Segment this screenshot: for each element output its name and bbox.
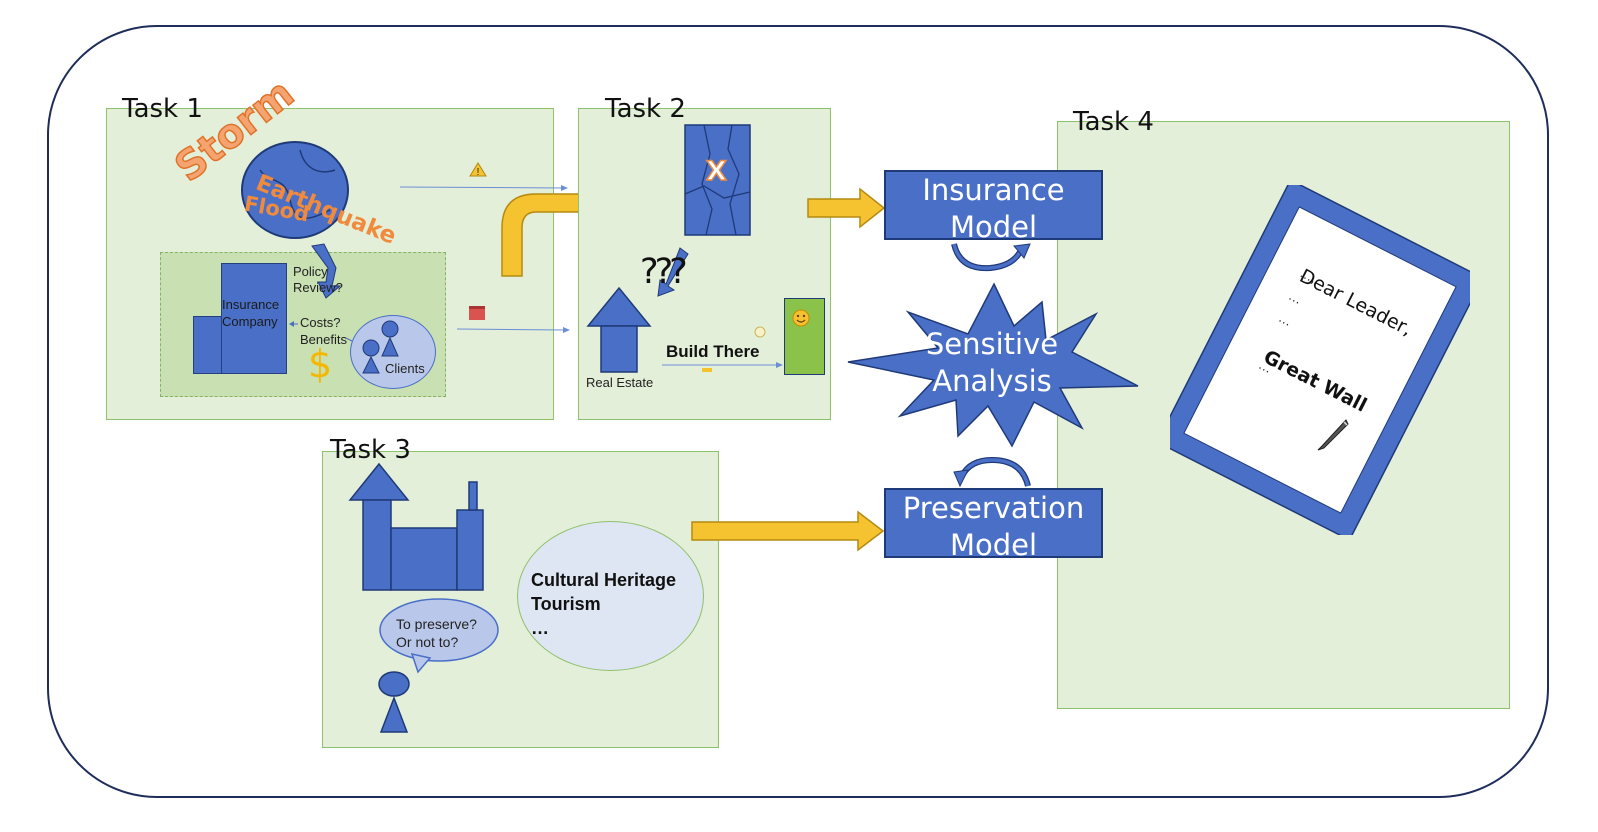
policy-review-label: Policy Review? <box>293 264 343 295</box>
build-arrow <box>662 326 783 372</box>
globe-icon <box>241 141 349 239</box>
down-arrow <box>311 243 342 299</box>
house-icon <box>586 286 652 373</box>
pointer-arrow <box>657 247 689 297</box>
sensitive-analysis-star <box>847 282 1139 448</box>
dollar-sign: $ <box>308 342 333 386</box>
preservation-cycle-arrow <box>953 456 1031 488</box>
heritage-building-icon <box>348 462 484 591</box>
build-there-label: Build There <box>666 342 760 361</box>
company-building-left <box>193 316 223 374</box>
bank-arrow <box>456 306 570 333</box>
task2-label: Task 2 <box>605 94 686 124</box>
tourism-text: Cultural Heritage Tourism … <box>531 570 677 638</box>
map-icon <box>684 124 751 236</box>
person-icon <box>378 671 410 733</box>
task1-label: Task 1 <box>122 94 203 124</box>
preservation-model-box: Preservation Model <box>884 488 1103 562</box>
task3-label: Task 3 <box>330 435 411 465</box>
smiley-icon <box>792 309 810 327</box>
letter-frame <box>1170 185 1470 535</box>
sensitive-analysis-text: Sensitive Analysis <box>925 327 1059 398</box>
clients-label: Clients <box>385 361 425 376</box>
speech-bubble <box>379 598 499 674</box>
people-icon <box>362 320 399 374</box>
company-building-right <box>221 263 287 374</box>
speech-text: To preserve? Or not to? <box>396 616 477 650</box>
warning-arrow: ! <box>399 162 568 191</box>
costs-benefits-label: Costs? Benefits <box>300 315 347 347</box>
arrow-to-preservation <box>691 510 885 552</box>
insurance-company-label: Insurance Company <box>222 297 280 329</box>
tourism-bubble <box>517 521 704 671</box>
pen-icon <box>1317 419 1349 451</box>
map-x-mark: X <box>705 155 727 188</box>
question-marks: ??? <box>640 252 688 292</box>
insurance-cycle-arrow <box>951 243 1031 272</box>
insurance-model-box: Insurance Model <box>884 170 1103 244</box>
outer-frame <box>47 25 1549 798</box>
svg-text:!: ! <box>477 167 480 178</box>
real-estate-label: Real Estate <box>586 375 654 390</box>
arrow-to-insurance <box>807 187 886 229</box>
task4-label: Task 4 <box>1073 107 1154 137</box>
